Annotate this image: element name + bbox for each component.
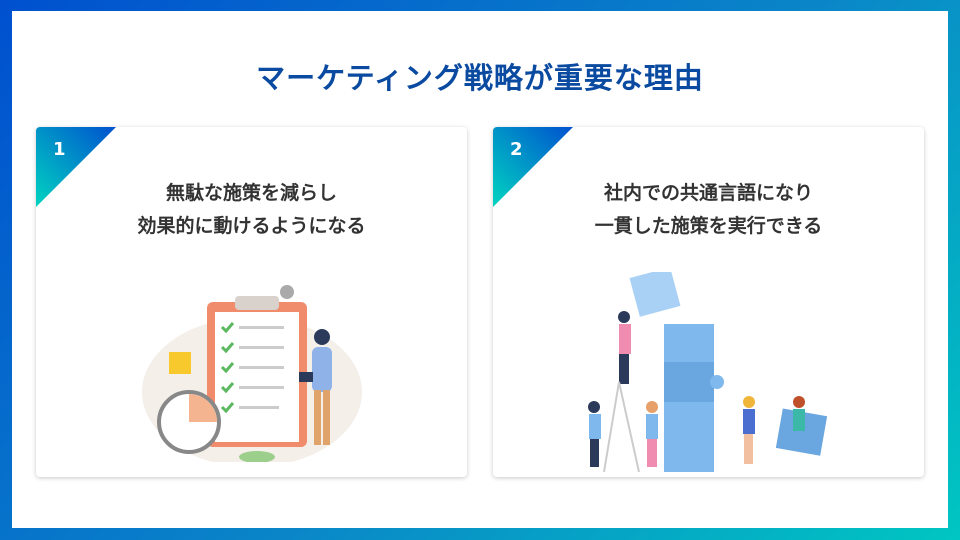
card-number: 1 [53,139,66,160]
card-line: 効果的に動けるようになる [137,215,366,237]
card-text: 無駄な施策を減らし 効果的に動けるようになる [36,177,467,243]
card-number: 2 [510,139,523,160]
checklist-illustration [141,285,362,462]
card-line: 無駄な施策を減らし [165,182,337,204]
card-line: 社内での共通言語になり [603,182,813,204]
card-text: 社内での共通言語になり 一貫した施策を実行できる [493,177,924,243]
slide-title: マーケティング戦略が重要な理由 [256,61,704,95]
reason-card-2: 2 社内での共通言語になり 一貫した施策を実行できる [493,127,924,477]
puzzle-teamwork-illustration [587,272,827,472]
card-line: 一貫した施策を実行できる [594,215,823,237]
slide: マーケティング戦略が重要な理由 1 無駄な施策を減らし 効果的に動けるようになる [12,11,948,528]
reason-card-1: 1 無駄な施策を減らし 効果的に動けるようになる [36,127,467,477]
